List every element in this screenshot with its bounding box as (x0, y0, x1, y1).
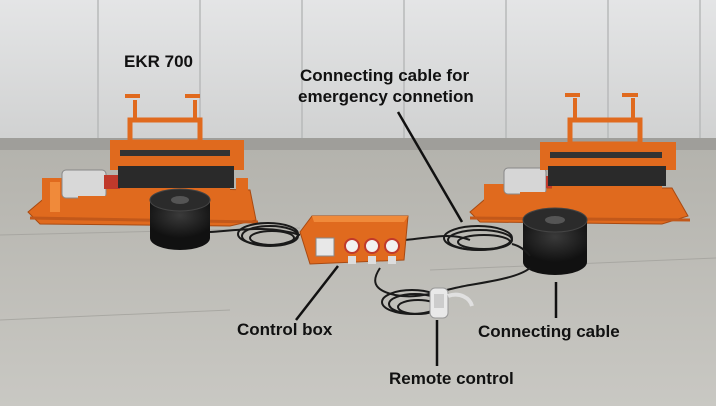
emergency-cable-label-line1: Connecting cable for (300, 66, 470, 85)
right-cable-pusher (469, 93, 691, 225)
left-cable-drum (149, 188, 211, 250)
emergency-cable-label-line2: emergency connetion (298, 87, 474, 106)
machine-label: EKR 700 (124, 52, 193, 71)
control-box (299, 215, 409, 265)
remote-control-label: Remote control (389, 369, 514, 388)
remote-control-device (429, 287, 474, 319)
right-cable-drum (522, 207, 588, 275)
connecting-cable-label: Connecting cable (478, 322, 620, 341)
building-wall (0, 0, 716, 150)
control-box-label: Control box (237, 320, 333, 339)
pointer-lines (295, 111, 558, 366)
left-cable-pusher (27, 94, 259, 227)
